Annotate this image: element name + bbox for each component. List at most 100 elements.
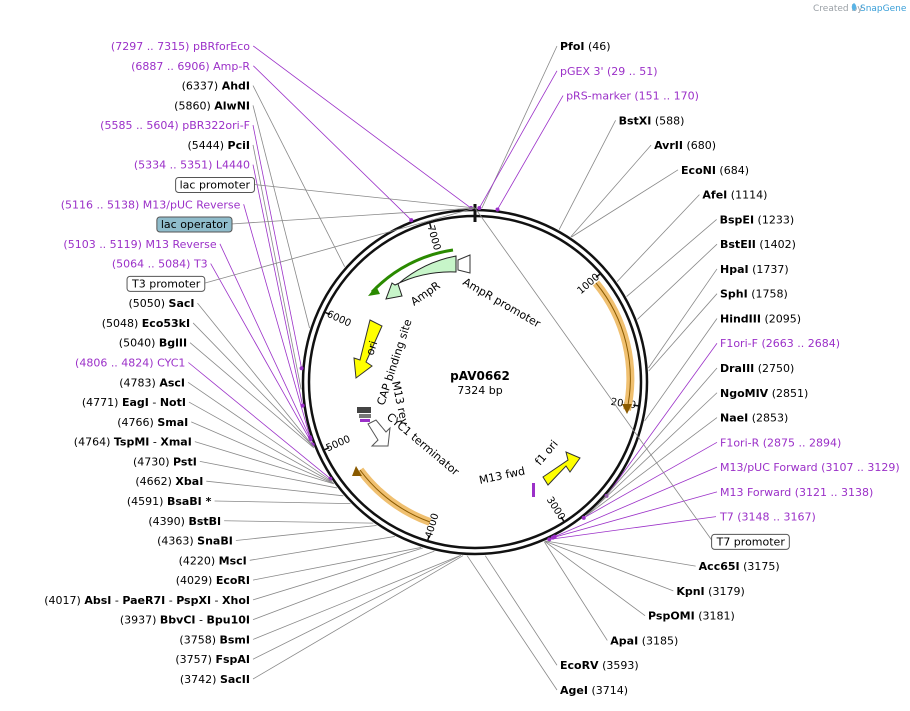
enzyme-label[interactable]: (3937) BbvCI - Bpu10I — [120, 614, 250, 627]
enzyme-label[interactable]: (4783) AscI — [119, 376, 185, 389]
enzyme-label[interactable]: (4591) BsaBI * — [127, 495, 212, 508]
leader-line — [543, 541, 608, 641]
leader-line — [597, 367, 718, 506]
enzyme-label[interactable]: (5040) BglII — [119, 337, 187, 350]
enzyme-label[interactable]: (4029) EcoRI — [176, 574, 250, 587]
enzyme-label[interactable]: EcoNI (684) — [681, 164, 749, 177]
leader-line — [206, 480, 344, 497]
enzyme-name: SmaI — [157, 416, 188, 429]
primer-label[interactable]: F1ori-R (2875 .. 2894) — [720, 436, 841, 449]
ampr-promoter-arrow[interactable] — [457, 254, 471, 274]
enzyme-label[interactable]: Acc65I (3175) — [699, 560, 780, 573]
enzyme-label[interactable]: (4220) MscI — [179, 554, 247, 567]
primer-name: pGEX 3' — [560, 65, 604, 78]
dash: - — [111, 594, 122, 607]
enzyme-label[interactable]: (6337) AhdI — [182, 80, 250, 93]
primer-name: F1ori-R — [720, 436, 760, 449]
enzyme-label[interactable]: (4390) BstBI — [148, 515, 221, 528]
primer-label[interactable]: (5585 .. 5604) pBR322ori-F — [100, 119, 250, 132]
enzyme-name: AlwNI — [214, 99, 250, 112]
enzyme-label[interactable]: AfeI (1114) — [702, 189, 767, 202]
f1-ori-arrow[interactable] — [542, 451, 581, 486]
primer-label[interactable]: (7297 .. 7315) pBRforEco — [111, 40, 250, 53]
feature-box-label[interactable]: T7 promoter — [716, 535, 786, 548]
primer-label[interactable]: (5064 .. 5084) T3 — [112, 258, 208, 271]
feature-box-label[interactable]: T3 promoter — [131, 277, 201, 290]
enzyme-name: AscI — [159, 376, 185, 389]
enzyme-name: BstXI — [619, 114, 652, 127]
enzyme-position: (3937) — [120, 614, 157, 627]
leader-line — [187, 381, 333, 482]
feature-green-arc[interactable] — [368, 248, 454, 296]
enzyme-label[interactable]: (3742) SacII — [180, 673, 250, 686]
enzyme-position: (3757) — [175, 653, 212, 666]
primer-label[interactable]: T7 (3148 .. 3167) — [719, 511, 816, 524]
leader-line — [558, 120, 616, 230]
enzyme-label[interactable]: SphI (1758) — [720, 288, 788, 301]
lac-cluster-marks — [357, 407, 535, 497]
enzyme-name: Acc65I — [699, 560, 740, 573]
primer-label[interactable]: M13 Forward (3121 .. 3138) — [720, 486, 873, 499]
primer-label[interactable]: (5116 .. 5138) M13/pUC Reverse — [61, 198, 241, 211]
primer-label[interactable]: pRS-marker (151 .. 170) — [566, 90, 699, 103]
primer-name: CYC1 — [157, 357, 185, 370]
enzyme-position: (3758) — [179, 633, 216, 646]
feature-box-label[interactable]: lac promoter — [180, 178, 251, 191]
feature-orange-arc-bottom[interactable] — [352, 466, 432, 526]
enzyme-label[interactable]: AvrII (680) — [654, 139, 716, 152]
enzyme-label[interactable]: PspOMI (3181) — [648, 610, 735, 623]
leader-line — [466, 555, 558, 691]
ori-arrow[interactable] — [353, 319, 383, 379]
enzyme-label[interactable]: (4730) PstI — [133, 455, 197, 468]
enzyme-label[interactable]: (5860) AlwNI — [174, 99, 250, 112]
enzyme-label[interactable]: (5444) PciI — [187, 139, 250, 152]
enzyme-position: (4220) — [179, 554, 216, 567]
enzyme-name-extra: Bpu10I — [207, 614, 251, 627]
enzyme-label[interactable]: BspEI (1233) — [720, 213, 795, 226]
leader-line — [230, 207, 476, 225]
enzyme-label[interactable]: NgoMIV (2851) — [720, 387, 808, 400]
enzyme-name: AhdI — [222, 80, 250, 93]
brand-text: SnapGene — [860, 4, 907, 14]
enzyme-label[interactable]: EcoRV (3593) — [560, 659, 639, 672]
enzyme-label[interactable]: (4017) AbsI - PaeR7I - PspXI - XhoI — [44, 594, 250, 607]
primer-label[interactable]: F1ori-F (2663 .. 2684) — [720, 337, 840, 350]
enzyme-label[interactable]: BstEII (1402) — [720, 238, 796, 251]
leader-line — [586, 392, 718, 516]
enzyme-label[interactable]: HpaI (1737) — [720, 263, 789, 276]
enzyme-label[interactable]: (4662) XbaI — [135, 475, 203, 488]
enzyme-position: (2851) — [772, 387, 809, 400]
enzyme-label[interactable]: NaeI (2853) — [720, 412, 788, 425]
enzyme-label[interactable]: (4764) TspMI - XmaI — [74, 436, 192, 449]
enzyme-label[interactable]: (4766) SmaI — [117, 416, 188, 429]
enzyme-label[interactable]: DraIII (2750) — [720, 362, 794, 375]
enzyme-label[interactable]: (5050) SacI — [128, 297, 194, 310]
primer-label[interactable]: pGEX 3' (29 .. 51) — [560, 65, 658, 78]
enzyme-label[interactable]: (4771) EagI - NotI — [82, 396, 186, 409]
enzyme-label[interactable]: (3757) FspAI — [175, 653, 250, 666]
enzyme-label[interactable]: AgeI (3714) — [560, 684, 628, 697]
enzyme-label[interactable]: BstXI (588) — [619, 114, 685, 127]
enzyme-label[interactable]: HindIII (2095) — [720, 312, 801, 325]
enzyme-label[interactable]: PfoI (46) — [560, 40, 611, 53]
feature-box-label[interactable]: lac operator — [161, 218, 228, 231]
box-text: lac promoter — [180, 178, 251, 191]
enzyme-name: TspMI — [114, 436, 150, 449]
ampr-gene-arrow[interactable] — [385, 255, 457, 300]
leader-line — [191, 421, 334, 484]
primer-label[interactable]: (4806 .. 4824) CYC1 — [75, 357, 185, 370]
box-text: lac operator — [161, 218, 228, 231]
primer-label[interactable]: (5103 .. 5119) M13 Reverse — [63, 238, 216, 251]
enzyme-label[interactable]: (4363) SnaBI — [157, 535, 233, 548]
enzyme-label[interactable]: (5048) Eco53kI — [102, 317, 190, 330]
primer-label[interactable]: (6887 .. 6906) Amp-R — [131, 60, 250, 73]
cyc1-terminator-arrow[interactable] — [367, 419, 391, 447]
enzyme-label[interactable]: ApaI (3185) — [610, 634, 678, 647]
enzyme-label[interactable]: (3758) BsmI — [179, 633, 250, 646]
feature-orange-arc-right[interactable] — [592, 280, 635, 414]
primer-label[interactable]: (5334 .. 5351) L4440 — [134, 159, 250, 172]
primer-label[interactable]: M13/pUC Forward (3107 .. 3129) — [720, 461, 900, 474]
enzyme-label[interactable]: KpnI (3179) — [676, 585, 744, 598]
enzyme-position: (4662) — [135, 475, 172, 488]
leader-line — [549, 516, 717, 540]
